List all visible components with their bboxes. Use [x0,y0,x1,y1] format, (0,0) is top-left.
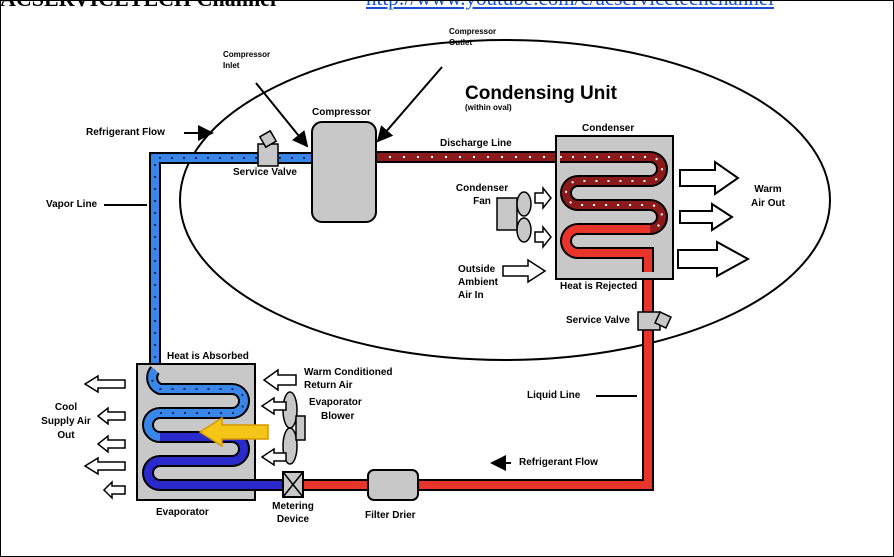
return-air-label-2: Return Air [304,380,353,391]
channel-title: ACSERVICETECH Channel [0,0,276,12]
service-valve-right-label: Service Valve [566,315,630,326]
refrigerant-flow-top-label: Refrigerant Flow [86,127,165,138]
outside-ambient-label-2: Ambient [458,277,498,288]
heat-absorbed-label: Heat is Absorbed [167,351,249,362]
warm-air-out-label-1: Warm [754,184,782,195]
outside-air-arrow [502,258,547,284]
compressor-inlet-label-1: Compressor [223,50,271,59]
metering-device-label-1: Metering [272,501,314,512]
compressor-label: Compressor [312,107,371,118]
service-valve-right [637,311,672,331]
evaporator-coil [142,366,283,491]
vapor-line-label: Vapor Line [46,199,98,210]
condenser-label: Condenser [582,123,635,134]
cool-supply-label-3: Out [57,430,75,441]
heat-arrow [198,416,269,448]
refrigerant-flow-bottom-label: Refrigerant Flow [519,457,598,468]
warm-air-out-arrows [677,160,751,278]
condensing-unit-oval [179,39,831,361]
cool-supply-arrows [83,374,126,500]
discharge-line-label: Discharge Line [440,138,512,149]
return-air-arrows [260,368,297,467]
condenser-fan-label-1: Condenser [455,183,509,194]
return-air-label-1: Warm Conditioned [304,367,393,378]
channel-link[interactable]: http://www.youtube.com/c/acservicetechch… [366,0,774,11]
within-oval-note: (within oval) [465,103,512,112]
compressor [311,121,377,223]
condenser-coil [560,151,668,272]
cool-supply-label-2: Supply Air [41,416,91,427]
evaporator-label: Evaporator [156,507,209,518]
warm-air-out-label-2: Air Out [751,198,785,209]
condensing-unit-title: Condensing Unit [465,83,617,104]
service-valve-top-label: Service Valve [233,167,297,178]
vapor-line [149,152,315,382]
leader-lines [104,66,637,471]
compressor-outlet-label-2: Outlet [449,38,473,47]
filter-drier-label: Filter Drier [365,510,416,521]
evaporator-blower-label-1: Evaporator [309,397,362,408]
liquid-line-label: Liquid Line [527,390,581,401]
compressor-inlet-label-2: Inlet [223,61,240,70]
condenser-fan-label-2: Fan [473,196,491,207]
filter-drier [367,469,419,501]
cool-supply-label-1: Cool [54,402,78,413]
metering-device-label-2: Device [276,514,310,525]
compressor-outlet-label-1: Compressor [449,27,497,36]
outside-ambient-label-1: Outside [458,264,496,275]
service-valve-top [257,129,279,167]
heat-rejected-label: Heat is Rejected [560,281,638,292]
metering-device [282,471,304,498]
evaporator-blower-label-2: Blower [321,411,355,422]
outside-ambient-label-3: Air In [458,290,484,301]
condenser-fan [496,185,552,250]
